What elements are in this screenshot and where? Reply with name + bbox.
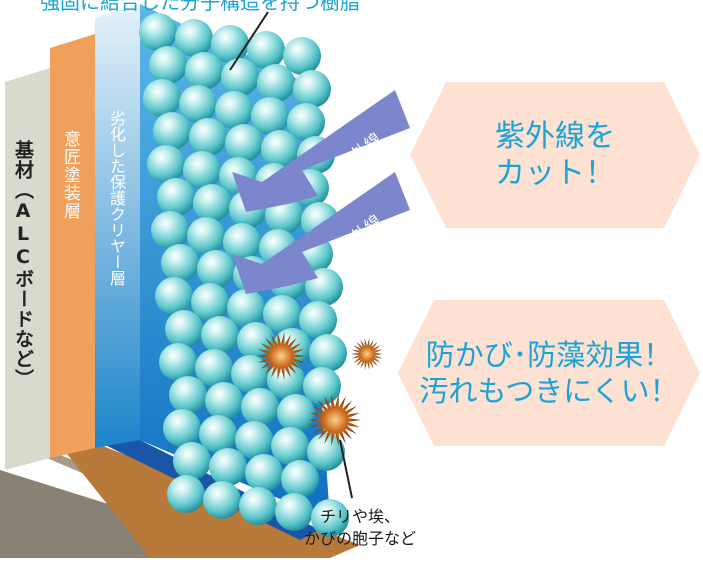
resin-molecule <box>311 499 349 537</box>
resin-molecule <box>191 283 229 321</box>
resin-molecule <box>197 250 235 288</box>
uv-arrow-2 <box>232 172 410 294</box>
resin-molecule <box>139 13 177 51</box>
spore <box>351 338 383 370</box>
spore <box>309 394 361 446</box>
resin-molecule <box>251 97 289 135</box>
particles-caption: チリや埃、 かびの胞子など <box>300 506 420 549</box>
spore-leader-line <box>339 439 353 499</box>
resin-molecule <box>169 376 207 414</box>
resin-molecule <box>231 355 269 393</box>
resin-molecule <box>293 70 331 108</box>
clear-coat-label: 劣化した保護クリヤー層 <box>107 110 126 286</box>
particles-caption-line-2: かびの胞子など <box>303 528 416 548</box>
resin-molecule <box>199 415 237 453</box>
resin-molecule <box>175 19 213 57</box>
resin-molecule <box>221 58 259 96</box>
uv-arrow-1 <box>232 90 410 212</box>
resin-molecule <box>271 427 309 465</box>
mold-callout: 防かび･防藻効果！ 汚れもつきにくい！ <box>398 300 700 446</box>
resin-molecule <box>187 217 225 255</box>
design-coat-label: 意匠塗装層 <box>60 130 80 220</box>
resin-molecule <box>179 85 217 123</box>
resin-molecule <box>247 31 285 69</box>
design-coat-face <box>50 34 95 458</box>
top-caption: 強固に結合した分子構造を持つ樹脂 <box>40 0 360 14</box>
resin-molecule <box>283 37 321 75</box>
top-leader-line <box>229 11 269 71</box>
resin-molecule <box>211 25 249 63</box>
resin-molecule <box>173 442 211 480</box>
resin-molecule <box>165 310 203 348</box>
resin-molecule <box>161 244 199 282</box>
resin-molecule <box>151 211 189 249</box>
spore <box>257 332 305 380</box>
uv-callout-shape <box>410 82 700 228</box>
resin-molecule <box>183 151 221 189</box>
uv-callout-line-2: カット！ <box>495 156 615 191</box>
resin-molecule <box>277 394 315 432</box>
resin-molecule <box>209 448 247 486</box>
resin-molecule <box>307 433 345 471</box>
resin-molecule <box>241 388 279 426</box>
resin-molecule <box>157 178 195 216</box>
resin-molecule <box>203 481 241 519</box>
resin-molecule <box>149 46 187 84</box>
resin-molecule <box>309 334 347 372</box>
mold-callout-line-2: 汚れもつきにくい！ <box>419 374 679 408</box>
resin-molecule <box>193 184 231 222</box>
resin-molecule <box>147 145 185 183</box>
resin-molecule <box>257 64 295 102</box>
resin-molecule <box>239 487 277 525</box>
resin-molecule <box>245 454 283 492</box>
resin-molecule <box>185 52 223 90</box>
substrate-label: 基材（ALCボードなど） <box>12 140 34 389</box>
uv-callout-line-1: 紫外線を <box>495 118 615 154</box>
particles-caption-line-1: チリや埃、 <box>319 507 400 526</box>
mold-callout-shape <box>398 300 700 446</box>
resin-molecule <box>223 223 261 261</box>
resin-molecule <box>167 475 205 513</box>
clear-coat-face <box>95 4 140 448</box>
resin-molecule <box>275 493 313 531</box>
resin-molecule <box>215 91 253 129</box>
resin-molecule <box>263 295 301 333</box>
resin-molecule <box>267 361 305 399</box>
mold-callout-line-1: 防かび･防藻効果！ <box>425 337 673 372</box>
substrate-face <box>5 68 50 470</box>
resin-molecule <box>195 349 233 387</box>
resin-molecule <box>201 316 239 354</box>
spores <box>257 332 383 446</box>
resin-molecule <box>235 421 273 459</box>
resin-molecule <box>281 460 319 498</box>
resin-molecule <box>261 130 299 168</box>
resin-molecule <box>205 382 243 420</box>
resin-molecule <box>143 79 181 117</box>
resin-molecule <box>155 277 193 315</box>
uv-callout: 紫外線を カット！ <box>410 82 700 228</box>
resin-molecule <box>159 343 197 381</box>
resin-molecule <box>227 289 265 327</box>
resin-molecule <box>153 112 191 150</box>
resin-molecule <box>225 124 263 162</box>
resin-molecule <box>299 301 337 339</box>
resin-molecule <box>189 118 227 156</box>
resin-molecule <box>163 409 201 447</box>
resin-molecule <box>287 103 325 141</box>
